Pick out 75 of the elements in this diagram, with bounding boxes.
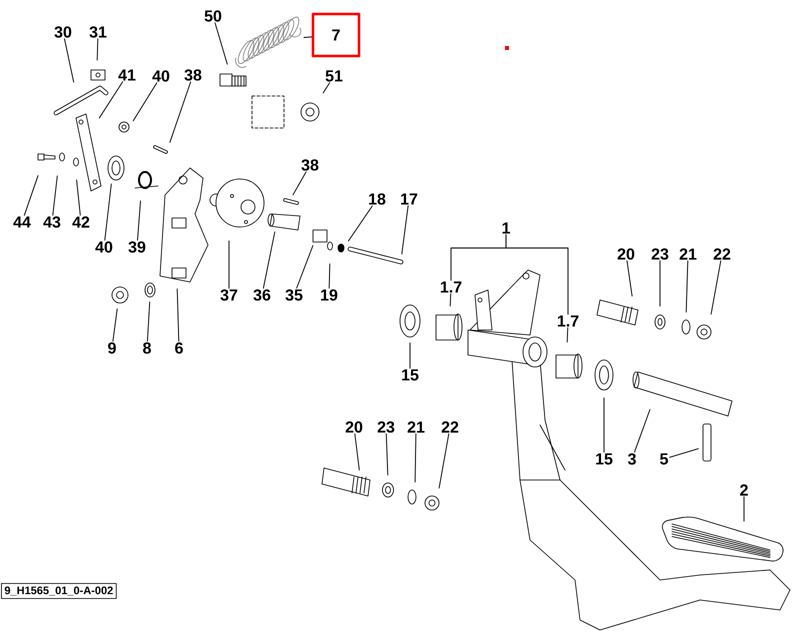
leader-line xyxy=(710,260,722,315)
leader-line xyxy=(64,38,74,83)
callout-number: 5 xyxy=(660,453,668,465)
callout-number: 9 xyxy=(108,342,116,354)
leader-line xyxy=(322,82,330,94)
leader-line xyxy=(686,260,688,312)
reference-code-box: 9_H1565_01_0-A-002 xyxy=(1,583,117,599)
leader-line xyxy=(76,180,81,216)
leader-line xyxy=(176,288,180,342)
leader-line xyxy=(214,22,228,65)
callout-number: 40 xyxy=(95,241,112,253)
callout-number: 39 xyxy=(128,241,146,253)
callout-number: 40 xyxy=(152,70,170,82)
callout-number: 2 xyxy=(740,484,748,496)
leader-line xyxy=(98,81,124,118)
leader-line xyxy=(626,260,633,297)
callout-number: 44 xyxy=(13,216,31,228)
leader-line xyxy=(354,433,360,470)
callout-number: 31 xyxy=(89,26,106,38)
leader-line xyxy=(169,81,192,143)
callout-number: 42 xyxy=(72,216,90,228)
callout-number: 1.7 xyxy=(558,316,578,326)
leader-line xyxy=(296,245,314,289)
callout-number: 15 xyxy=(402,369,418,381)
callout-number: 41 xyxy=(118,70,136,80)
callout-number: 37 xyxy=(220,289,238,301)
leader-line xyxy=(262,231,276,289)
callout-number: 51 xyxy=(326,70,342,82)
leader-line xyxy=(401,205,409,255)
leader-line xyxy=(112,308,118,342)
callout-number: 20 xyxy=(618,248,634,260)
leader-line xyxy=(669,448,699,458)
leader-line xyxy=(634,409,650,453)
callout-number: 8 xyxy=(143,342,151,354)
leader-line xyxy=(146,302,150,342)
leader-line xyxy=(386,433,388,476)
callout-number: 43 xyxy=(43,216,60,228)
callout-number: 30 xyxy=(54,26,72,38)
leader-line xyxy=(566,327,568,342)
leader-line xyxy=(438,433,450,489)
leader-line xyxy=(414,433,416,482)
callout-number: 20 xyxy=(346,421,362,433)
leader-line xyxy=(450,293,452,306)
leader-line xyxy=(24,175,38,216)
leader-line xyxy=(328,264,330,289)
bracket-line xyxy=(506,234,568,315)
callout-number: 6 xyxy=(175,342,183,354)
leader-line xyxy=(52,176,58,216)
callout-number: 38 xyxy=(301,159,318,171)
callout-number: 1 xyxy=(502,222,510,234)
callout-number: 21 xyxy=(680,248,696,260)
leader-line xyxy=(348,205,373,242)
callout-number: 21 xyxy=(408,421,424,433)
callout-number: 35 xyxy=(285,289,302,301)
callout-number: 17 xyxy=(401,194,418,204)
callout-number: 36 xyxy=(253,289,270,301)
callout-number: 22 xyxy=(442,421,458,433)
leader-line xyxy=(104,184,112,241)
callout-number: 23 xyxy=(378,421,394,433)
callout-number: 18 xyxy=(369,193,386,205)
callout-number: 19 xyxy=(321,289,338,301)
leader-line xyxy=(292,171,307,196)
callout-number: 3 xyxy=(628,453,636,465)
leader-line xyxy=(132,82,158,122)
callout-number: 50 xyxy=(204,10,222,22)
leader-line xyxy=(96,38,98,60)
callout-number: 1.7 xyxy=(440,282,462,292)
leader-line xyxy=(137,200,141,241)
callout-number: 15 xyxy=(596,453,612,465)
callout-number: 22 xyxy=(714,248,730,260)
callout-number: 7 xyxy=(312,12,360,58)
leader-line xyxy=(228,240,230,289)
leader-line xyxy=(304,36,312,38)
callout-number: 23 xyxy=(652,248,668,260)
callout-number: 38 xyxy=(184,69,202,81)
